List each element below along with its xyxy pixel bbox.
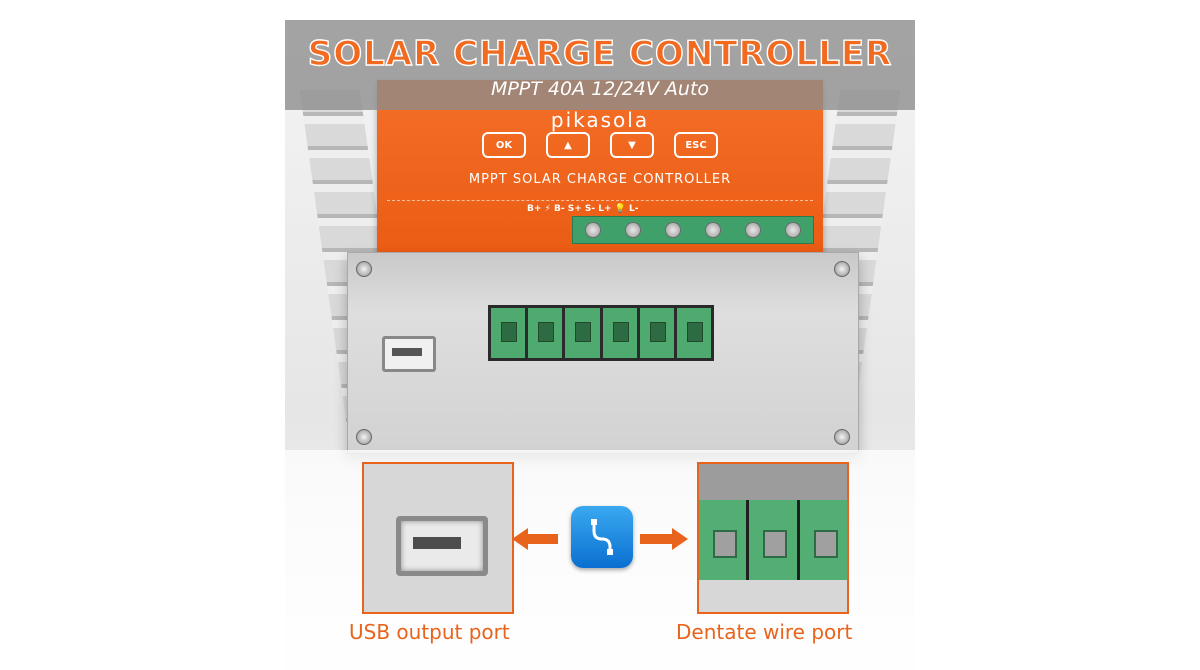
wire-port bbox=[676, 308, 712, 358]
title-banner: SOLAR CHARGE CONTROLLER MPPT 40A 12/24V … bbox=[285, 20, 915, 110]
terminal-block bbox=[572, 216, 814, 244]
wire-port bbox=[799, 500, 847, 580]
corner-screw bbox=[834, 429, 850, 445]
arrow-left-icon bbox=[512, 528, 528, 550]
panel-label: MPPT SOLAR CHARGE CONTROLLER bbox=[468, 172, 732, 187]
terminal-labels: B+ ⚡ B- S+ S- L+ 💡 L- bbox=[527, 204, 639, 214]
corner-screw bbox=[356, 429, 372, 445]
cable-icon bbox=[571, 506, 633, 568]
ok-key: OK bbox=[482, 132, 526, 158]
terminal-screw bbox=[745, 222, 761, 238]
button-row: OK ▲ ▼ ESC bbox=[377, 132, 823, 158]
wire-port bbox=[528, 308, 563, 358]
up-key: ▲ bbox=[546, 132, 590, 158]
brand-logo: pikasola bbox=[550, 108, 650, 132]
terminal-screw bbox=[665, 222, 681, 238]
usb-port-label: USB output port bbox=[349, 620, 510, 644]
corner-screw bbox=[834, 261, 850, 277]
terminal-screw bbox=[785, 222, 801, 238]
wire-port-closeup-row bbox=[699, 500, 847, 580]
arrow-left-shaft bbox=[528, 534, 558, 544]
wire-port-row bbox=[488, 305, 714, 361]
wire-port-label: Dentate wire port bbox=[676, 620, 853, 644]
banner-subtitle: MPPT 40A 12/24V Auto bbox=[490, 78, 710, 100]
terminal-screw bbox=[705, 222, 721, 238]
wire-port bbox=[491, 308, 526, 358]
corner-screw bbox=[356, 261, 372, 277]
wire-port bbox=[602, 308, 637, 358]
wire-port-closeup bbox=[697, 462, 849, 614]
banner-title: SOLAR CHARGE CONTROLLER bbox=[307, 33, 893, 74]
wire-port bbox=[565, 308, 600, 358]
usb-port-closeup bbox=[396, 516, 488, 576]
panel-divider bbox=[387, 200, 813, 201]
usb-closeup bbox=[362, 462, 514, 614]
terminal-screw bbox=[585, 222, 601, 238]
casing-edge bbox=[699, 464, 847, 500]
wire-port bbox=[749, 500, 797, 580]
controller-front-panel: pikasola OK ▲ ▼ ESC MPPT SOLAR CHARGE CO… bbox=[377, 80, 823, 270]
arrow-right-shaft bbox=[640, 534, 672, 544]
end-cap bbox=[347, 252, 859, 454]
arrow-right-icon bbox=[672, 528, 688, 550]
down-key: ▼ bbox=[610, 132, 654, 158]
wire-port bbox=[699, 500, 747, 580]
esc-key: ESC bbox=[674, 132, 718, 158]
terminal-screw bbox=[625, 222, 641, 238]
wire-port bbox=[639, 308, 674, 358]
usb-port bbox=[382, 336, 436, 372]
